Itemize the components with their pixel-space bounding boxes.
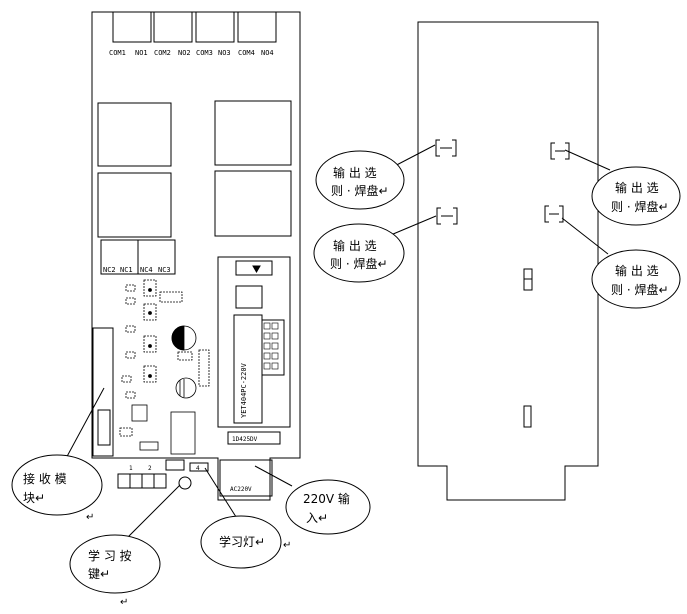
callout-receiver-line1: 接 收 模 (23, 471, 67, 486)
right-slot-lower (523, 405, 532, 428)
label-nc2: NC2 (103, 266, 116, 274)
callout-power-input: 220V 输 入↵ (285, 479, 371, 535)
bottom-connectors (117, 459, 273, 497)
solder-pad-1 (435, 139, 457, 157)
label-no3: NO3 (218, 49, 231, 57)
callout-learn-led-line1: 学习灯↵ (219, 534, 265, 549)
callout-output-select-2: 输 出 选 则 · 焊盘↵ (591, 166, 681, 226)
receiver-strip (92, 327, 114, 457)
callout-learn-key-line2: 键↵ (88, 567, 110, 581)
callout-output-select-4: 输 出 选 则 · 焊盘↵ (591, 249, 681, 309)
label-com1: COM1 (109, 49, 126, 57)
power-connector (219, 459, 273, 497)
stray-mark-1: ↵ (86, 512, 94, 523)
mark-2: 2 (148, 465, 152, 472)
component-cluster (119, 279, 210, 455)
stray-mark-3: ↵ (120, 597, 128, 608)
callout-out1-line2: 则 · 焊盘↵ (331, 183, 389, 198)
callout-out3-line2: 则 · 焊盘↵ (330, 256, 388, 271)
label-com4: COM4 (238, 49, 255, 57)
label-com3: COM3 (196, 49, 213, 57)
callout-output-select-3: 输 出 选 则 · 焊盘↵ (313, 223, 405, 283)
callout-out2-line2: 则 · 焊盘↵ (611, 199, 669, 214)
right-pcb-board (417, 21, 599, 501)
connector-label: AC220V (230, 486, 252, 493)
bottom-part-box (227, 431, 281, 445)
learn-key-button[interactable] (178, 476, 192, 490)
label-nc3: NC3 (158, 266, 171, 274)
label-no4: NO4 (261, 49, 274, 57)
receiver-module-box (217, 256, 291, 428)
callout-out1-line1: 输 出 选 (333, 165, 377, 180)
label-nc1: NC1 (120, 266, 133, 274)
label-com2: COM2 (154, 49, 171, 57)
callout-out4-line1: 输 出 选 (615, 263, 659, 278)
stray-mark-2: ↵ (283, 540, 291, 551)
module-part-number: YET404PC-220V (240, 362, 248, 418)
left-pcb-board (91, 11, 301, 501)
callout-out3-line1: 输 出 选 (333, 238, 377, 253)
solder-pad-3 (436, 207, 458, 225)
relays (97, 100, 292, 238)
left-board-outline (91, 11, 301, 501)
callout-learn-key-line1: 学 习 按 (88, 548, 132, 563)
callout-power-line2: 入↵ (306, 511, 328, 525)
callout-learn-led: 学习灯↵ (200, 515, 282, 569)
bottom-part-label: 1D425DV (232, 436, 258, 443)
label-no1: NO1 (135, 49, 148, 57)
callout-out2-line1: 输 出 选 (615, 180, 659, 195)
solder-pad-4 (544, 205, 564, 223)
solder-pad-2 (550, 142, 570, 160)
relay-terminal-labels: COM1 NO1 COM2 NO2 COM3 NO3 COM4 NO4 (109, 49, 274, 57)
mark-1: 1 (129, 465, 133, 472)
right-board-outline (417, 21, 599, 501)
callout-output-select-1: 输 出 选 则 · 焊盘↵ (315, 150, 405, 210)
callout-receiver-line2: 块↵ (23, 491, 45, 505)
callout-out4-line2: 则 · 焊盘↵ (611, 282, 669, 297)
callout-receiver-module: 接 收 模 块↵ (11, 454, 103, 516)
callout-learn-key: 学 习 按 键↵ (69, 534, 161, 594)
label-no2: NO2 (178, 49, 191, 57)
callout-leaders (63, 144, 611, 546)
relay-terminal-blocks (112, 11, 277, 43)
callout-power-line1: 220V 输 (303, 491, 350, 506)
nc-labels: NC2 NC1 NC4 NC3 (103, 266, 171, 274)
mark-4: 4 (196, 465, 200, 472)
label-nc4: NC4 (140, 266, 153, 274)
